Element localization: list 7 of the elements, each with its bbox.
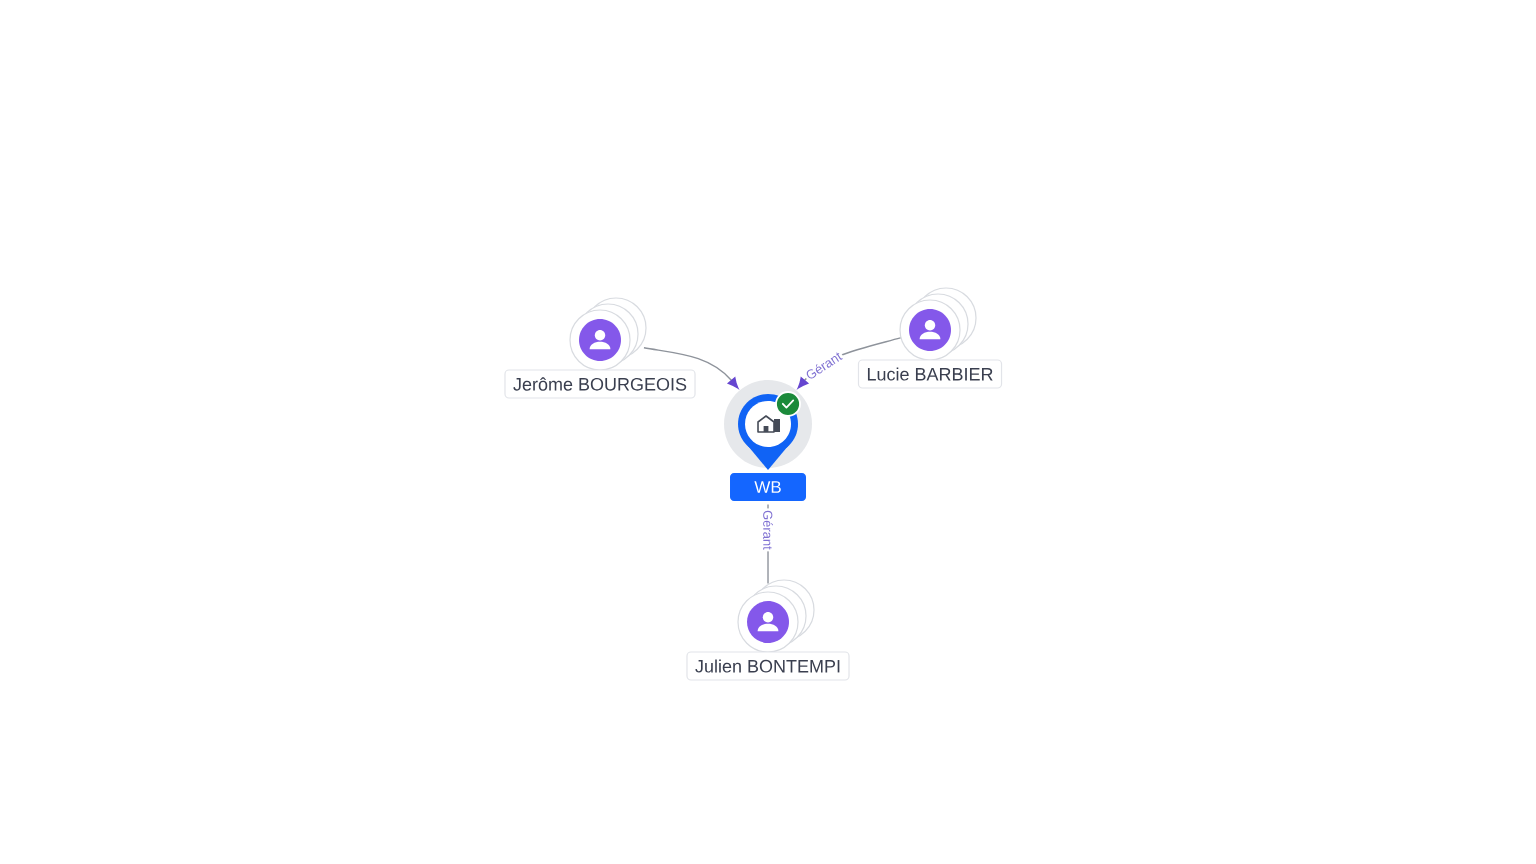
name-tag: WB (730, 473, 806, 501)
arrow (643, 347, 739, 389)
connector-line (767, 503, 769, 585)
name-tag: Lucie BARBIER (857, 359, 1003, 389)
arrow (797, 337, 902, 389)
name-tag: Jerôme BOURGEOIS (504, 369, 696, 399)
name-tag: Julien BONTEMPI (686, 651, 850, 681)
